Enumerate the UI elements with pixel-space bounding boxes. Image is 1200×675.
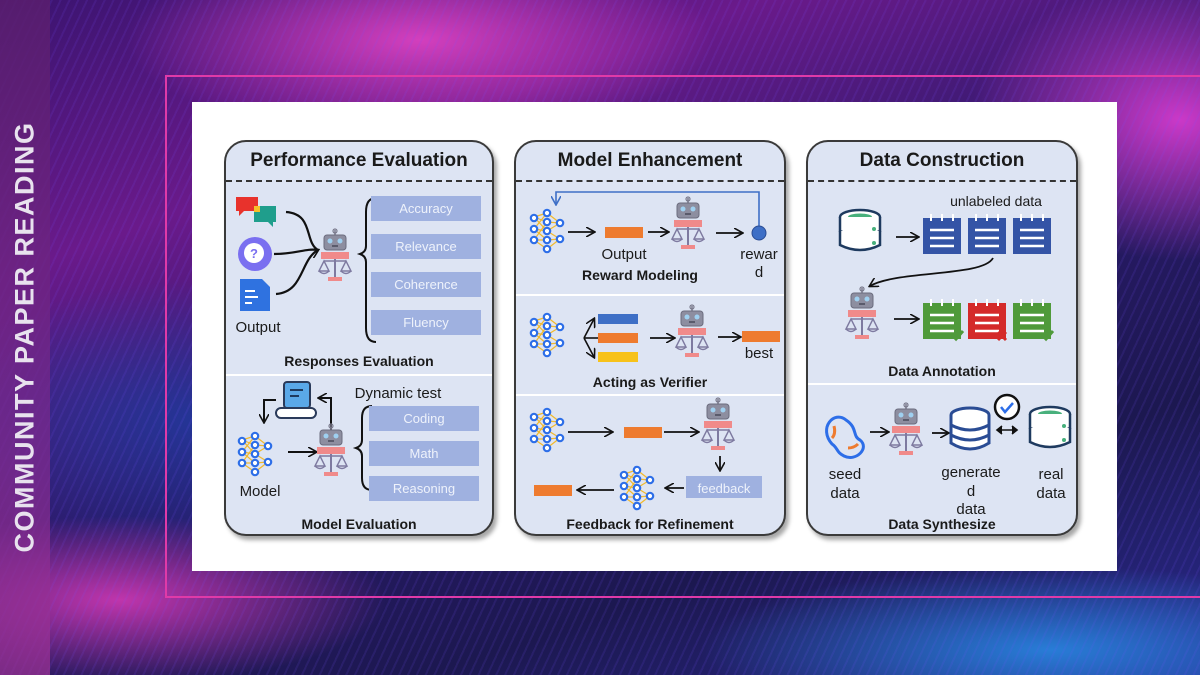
side-banner-text: COMMUNITY PAPER READING [9, 121, 40, 553]
merge-arrows [273, 210, 318, 296]
robot-judge-icon [889, 402, 923, 456]
robot-judge-icon [314, 423, 348, 477]
panel-title: Model Enhancement [557, 150, 743, 171]
verified-check-icon [993, 393, 1021, 421]
robot-judge-icon [671, 196, 705, 250]
best-output-bar [742, 331, 780, 342]
section-divider [808, 383, 1076, 385]
output-label: Output [601, 246, 647, 263]
subtitle-reward-modeling: Reward Modeling [582, 267, 698, 283]
dynamic-test-label: Dynamic test [354, 385, 442, 402]
subtitle-feedback-for-refinement: Feedback for Refinement [566, 516, 734, 532]
unlabeled-data-note-icon [1011, 212, 1053, 256]
real-data-database-icon [1028, 405, 1072, 449]
compare-arrows [995, 425, 1019, 435]
generated-label-line1: generate [941, 464, 1001, 481]
unlabeled-data-note-icon [966, 212, 1008, 256]
unlabeled-data-note-icon [921, 212, 963, 256]
candidate-bar-blue [598, 314, 638, 324]
section-divider [516, 294, 784, 296]
panel-performance-evaluation: Performance Evaluation ? [224, 140, 494, 536]
reward-node [751, 225, 767, 241]
metric-math: Math [369, 441, 479, 466]
metric-reasoning: Reasoning [369, 476, 479, 501]
seed-label-line2: data [830, 485, 860, 502]
section-divider [226, 374, 492, 376]
decorative-frame [165, 75, 1200, 598]
reward-label-line1: rewar [740, 246, 778, 263]
title-divider [226, 180, 492, 182]
side-banner: COMMUNITY PAPER READING [0, 0, 50, 675]
question-bubble-icon: ? [238, 237, 272, 271]
title-divider [808, 180, 1076, 182]
metric-coding: Coding [369, 406, 479, 431]
generated-data-icon [949, 406, 991, 451]
section-divider [516, 394, 784, 396]
svg-text:?: ? [250, 246, 258, 261]
unlabeled-data-label: unlabeled data [950, 193, 1042, 209]
neural-network-icon [619, 465, 655, 511]
robot-judge-icon [675, 304, 709, 358]
reward-feedback-loop [556, 191, 760, 227]
real-label-line2: data [1036, 485, 1066, 502]
output-bar [624, 427, 662, 438]
output-bar [605, 227, 643, 238]
neural-network-icon [529, 312, 565, 358]
responses-evaluation-diagram: ? [236, 197, 377, 491]
reward-label-line2: d [754, 264, 764, 281]
neural-network-icon [237, 431, 273, 477]
robot-judge-icon [845, 286, 879, 340]
feedback-box [686, 476, 762, 498]
brace [352, 405, 373, 491]
panel-title: Performance Evaluation [250, 150, 468, 171]
seed-label-line1: seed [828, 466, 862, 483]
data-construction-diagram [825, 208, 1072, 459]
generated-label-line2: d [966, 483, 976, 500]
seed-data-icon [825, 415, 865, 459]
cross-icon [996, 330, 1008, 342]
robot-judge-icon [701, 397, 735, 451]
database-icon [838, 208, 882, 252]
subtitle-acting-as-verifier: Acting as Verifier [592, 374, 708, 390]
panel-data-construction: Data Construction [806, 140, 1078, 536]
candidate-bar-yellow [598, 352, 638, 362]
feedback-label: feedback [697, 481, 751, 496]
panel-title: Data Construction [859, 150, 1025, 171]
best-label: best [744, 345, 774, 362]
panel-model-enhancement: Model Enhancement [514, 140, 786, 536]
metric-fluency: Fluency [371, 310, 481, 335]
generated-label-line3: data [956, 501, 986, 518]
document-icon [240, 279, 270, 311]
real-label-line1: real [1038, 466, 1064, 483]
refined-output-bar [534, 485, 572, 496]
subtitle-data-annotation: Data Annotation [888, 363, 996, 379]
accepted-data-note-icon [1011, 297, 1053, 341]
candidate-bar-orange [598, 333, 638, 343]
check-icon [950, 330, 965, 342]
metric-coherence: Coherence [371, 272, 481, 297]
title-divider [516, 180, 784, 182]
neural-network-icon [529, 208, 565, 254]
model-enhancement-diagram [529, 191, 780, 511]
model-label: Model [239, 483, 281, 500]
check-icon [1040, 330, 1055, 342]
metric-accuracy: Accuracy [371, 196, 481, 221]
metric-relevance: Relevance [371, 234, 481, 259]
output-label: Output [235, 319, 281, 336]
neural-network-icon [529, 407, 565, 453]
subtitle-model-evaluation: Model Evaluation [301, 516, 417, 532]
robot-judge-icon [318, 228, 352, 282]
subtitle-responses-evaluation: Responses Evaluation [284, 353, 434, 369]
accepted-data-note-icon [921, 297, 963, 341]
brace [356, 197, 377, 343]
scroll-document-icon [275, 381, 317, 419]
dynamic-test-arrows [264, 398, 332, 452]
chat-bubbles-icon [236, 197, 276, 227]
subtitle-data-synthesize: Data Synthesize [888, 516, 996, 532]
